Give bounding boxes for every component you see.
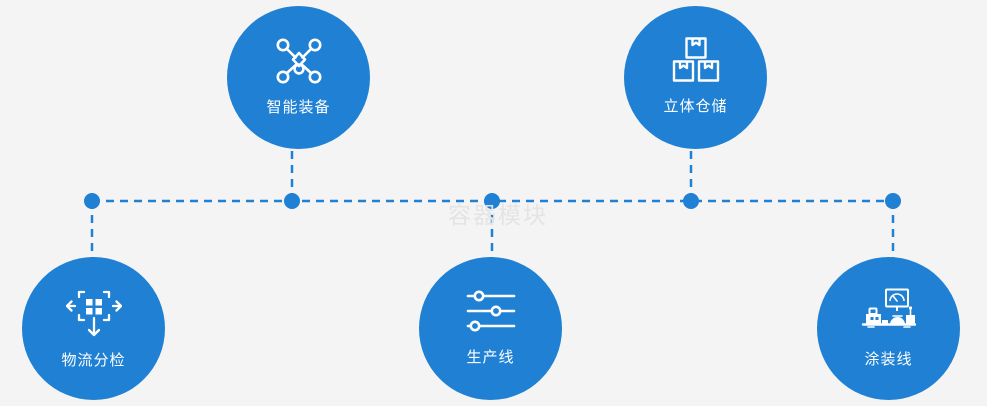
node-smart-equipment[interactable]: 智能装备 [227, 6, 370, 149]
network-nodes-icon [274, 36, 324, 86]
node-production-line[interactable]: 生产线 [419, 257, 562, 400]
node-label-logistics-sorting: 物流分检 [61, 351, 126, 369]
sliders-icon [466, 290, 516, 332]
junction-dot-smart-equipment [284, 193, 300, 209]
node-label-production-line: 生产线 [466, 348, 515, 366]
node-label-smart-equipment: 智能装备 [266, 98, 331, 116]
node-label-stereo-warehouse: 立体仓储 [663, 97, 728, 115]
stacked-boxes-icon [671, 36, 721, 83]
factory-machine-icon [860, 288, 918, 334]
sorting-arrows-icon [65, 287, 122, 337]
node-label-painting-line: 涂装线 [864, 350, 913, 368]
watermark-text: 容器模块 [448, 202, 548, 228]
junction-dot-stereo-warehouse [683, 193, 699, 209]
junction-dot-logistics-sorting [84, 193, 100, 209]
junction-dot-painting-line [885, 193, 901, 209]
node-painting-line[interactable]: 涂装线 [817, 257, 960, 400]
node-logistics-sorting[interactable]: 物流分检 [22, 257, 165, 400]
node-stereo-warehouse[interactable]: 立体仓储 [624, 6, 767, 149]
